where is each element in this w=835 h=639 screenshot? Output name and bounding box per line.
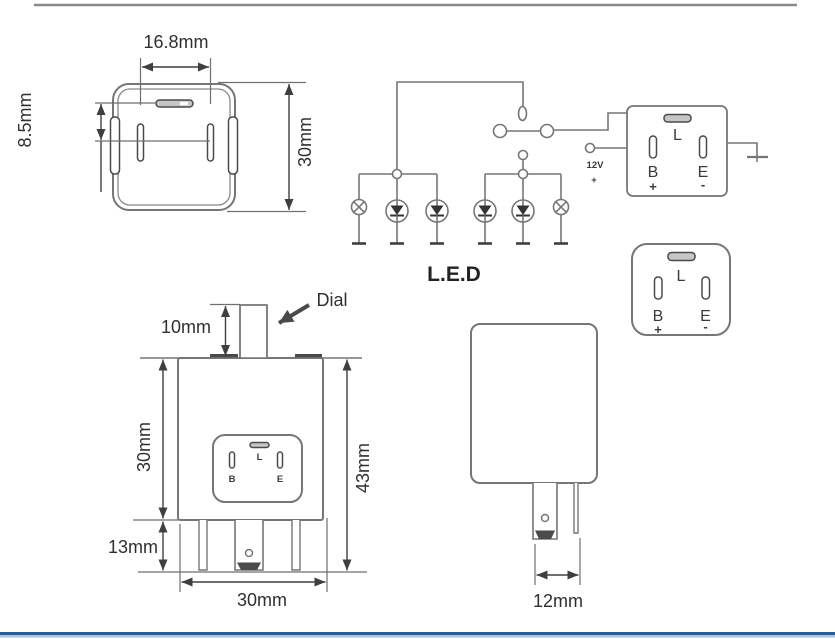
e-slot	[276, 451, 284, 469]
l-slot	[249, 441, 270, 449]
feed-wire	[396, 81, 524, 170]
pin-hole	[540, 513, 550, 523]
pin-b-polarity: +	[649, 179, 657, 194]
switch-upper-contact	[517, 105, 528, 122]
b-pin-slot-top	[136, 123, 145, 162]
led-symbol	[473, 199, 497, 243]
supply-terminal	[584, 142, 596, 154]
pin-e-polarity: -	[703, 319, 707, 334]
e-pin-slot-top	[206, 123, 215, 162]
b-slot	[653, 276, 663, 300]
socket-pin-l: L	[257, 452, 263, 463]
e-slot	[698, 135, 708, 159]
total-height-label: 43mm	[353, 443, 373, 493]
body-height-label: 30mm	[134, 422, 154, 472]
pin-length-label: 13mm	[108, 537, 158, 557]
switch-blade-end	[539, 123, 555, 139]
right-pin	[291, 520, 301, 571]
pinout-plain: L B + E -	[631, 243, 731, 337]
lamp-x	[353, 201, 365, 213]
led-triangle	[430, 205, 444, 215]
side-view: 12mm	[470, 323, 598, 611]
bottom-accent-bar-light	[0, 635, 835, 638]
pin-b-label: B	[653, 308, 664, 325]
top-view-offset-label: 8.5mm	[15, 92, 35, 147]
l-slot	[663, 113, 692, 123]
pinout-box	[626, 105, 728, 197]
lamp-symbol-right	[552, 198, 570, 243]
ground-wire	[727, 142, 758, 157]
lamp-x	[555, 201, 567, 213]
pin-chamfer	[237, 562, 261, 570]
pin-e-polarity: -	[701, 177, 705, 192]
l-pin-slot-notch	[180, 101, 188, 106]
supply-polarity-label: +	[591, 175, 597, 186]
b-slot	[648, 135, 658, 159]
supply-voltage-label: 12V	[587, 160, 605, 171]
pin-e-label: E	[698, 164, 709, 181]
socket-pin-e: E	[277, 474, 283, 485]
left-side-seam	[109, 116, 121, 175]
pin-hole	[244, 548, 254, 558]
led-circuit: L.E.D 12V +	[350, 81, 627, 286]
pin-b-polarity: +	[654, 322, 662, 337]
right-side-seam	[227, 116, 239, 175]
pin-b-label: B	[648, 164, 659, 181]
knob-height-label: 10mm	[161, 317, 211, 337]
right-junction	[517, 168, 529, 180]
led-triangle	[478, 205, 492, 215]
led-symbols	[385, 199, 535, 243]
e-slot	[701, 276, 711, 300]
dial-label: Dial	[316, 290, 347, 310]
dial-knob	[239, 304, 268, 358]
b-slot	[228, 451, 236, 469]
left-junction	[391, 168, 403, 180]
lamp-symbol-left	[350, 198, 368, 243]
pin-e-label: E	[700, 308, 711, 325]
body-width-label: 30mm	[237, 590, 287, 610]
led-symbol	[425, 199, 449, 243]
pin-l-label: L	[677, 268, 686, 285]
led-circuit-title: L.E.D	[427, 263, 481, 286]
top-view-width-label: 16.8mm	[143, 32, 208, 52]
left-pin	[198, 520, 208, 571]
switch-lower-contact	[517, 149, 529, 161]
pinout-box	[631, 243, 731, 336]
led-triangle	[390, 205, 404, 215]
pin-spacing-label: 12mm	[533, 591, 583, 611]
dial-callout-arrow	[277, 303, 311, 325]
wire-to-relay	[553, 112, 627, 131]
led-symbol	[511, 199, 535, 243]
led-triangle	[516, 205, 530, 215]
pinout-wired: L B + E -	[626, 105, 768, 197]
pin-chamfer	[535, 530, 555, 539]
l-slot	[667, 251, 696, 262]
pin-l-label: L	[673, 127, 682, 144]
top-view: 16.8mm 8.5mm 30mm	[15, 32, 315, 213]
socket-pin-b: B	[229, 474, 236, 485]
led-symbol	[385, 199, 409, 243]
switch-pivot	[492, 123, 508, 139]
narrow-pin	[573, 483, 579, 534]
relay-body	[470, 323, 598, 484]
bottom-accent-bar	[0, 632, 835, 635]
front-view: Dial 10mm L B E 30mm 13mm 43mm	[108, 290, 373, 610]
top-view-height-label: 30mm	[295, 117, 315, 167]
